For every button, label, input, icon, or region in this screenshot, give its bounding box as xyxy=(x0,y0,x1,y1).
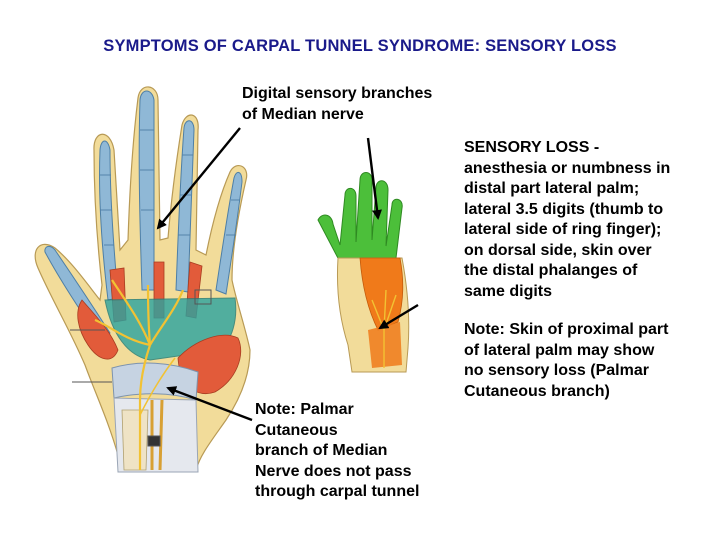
sensory-loss-hand-diagram xyxy=(317,172,410,373)
arrow-sensory-loss-palm xyxy=(378,303,419,330)
palmar-cutaneous-branch xyxy=(139,357,176,416)
tendon-sheath-index xyxy=(98,140,119,301)
label-note-palmar-cutaneous: Note: Palmar Cutaneous branch of Median … xyxy=(255,401,420,500)
arrow-digital-branches xyxy=(156,127,241,230)
label-note-proximal-palm: Note: Skin of proximal part of lateral p… xyxy=(464,321,669,400)
median-nerve xyxy=(94,279,185,470)
page-title: SYMPTOMS OF CARPAL TUNNEL SYNDROME: SENS… xyxy=(103,37,617,55)
arrow-palmar-cutaneous xyxy=(166,386,253,422)
radius-bone xyxy=(121,409,149,471)
palmar-cutaneous-spared-area xyxy=(368,322,402,368)
label-sensory-loss: SENSORY LOSS - anesthesia or numbness in… xyxy=(464,139,671,300)
arrow-sensory-loss-fingers xyxy=(366,137,382,220)
anatomical-hand-illustration xyxy=(34,86,251,473)
label-digital-sensory-branches: Digital sensory branches of Median nerve xyxy=(242,85,433,123)
sensory-loss-palm-area xyxy=(359,257,404,331)
tendon-sheath-middle xyxy=(138,90,155,291)
normal-sensation-fingers xyxy=(317,172,403,263)
tendon-sheath-little xyxy=(215,172,243,295)
